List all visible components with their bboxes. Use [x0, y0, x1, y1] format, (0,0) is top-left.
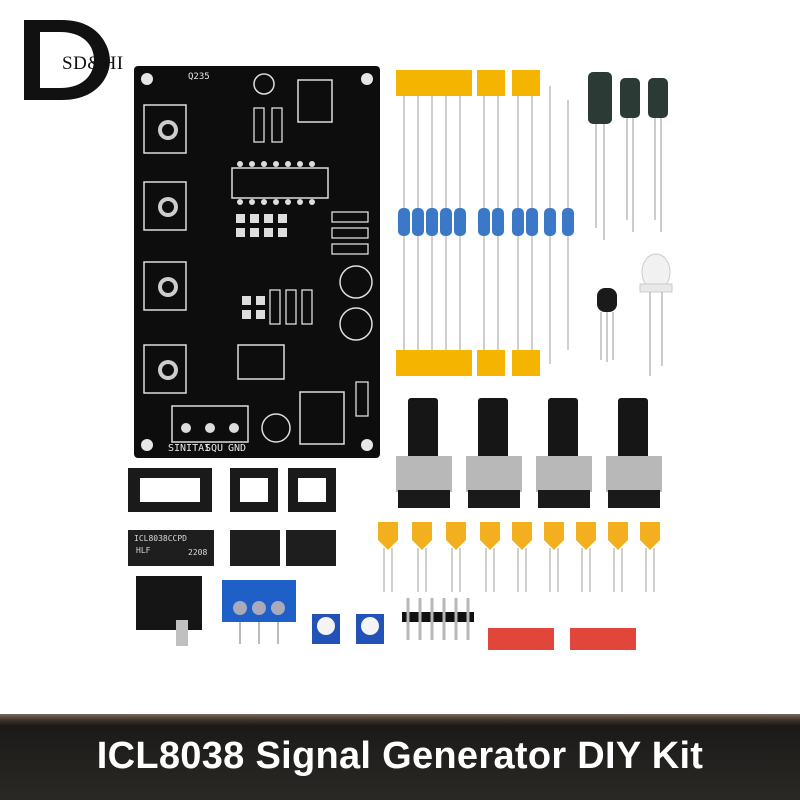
pcb-board — [134, 66, 380, 458]
brand-name: SD&HI — [62, 53, 124, 74]
jumper-caps — [488, 628, 636, 650]
terminal-block — [222, 580, 296, 644]
trimmer-potentiometers — [312, 614, 384, 644]
ic-main-brand: HLF — [136, 546, 151, 555]
title-banner — [0, 714, 800, 800]
electrolytic-capacitors — [588, 72, 668, 240]
ics — [128, 530, 336, 566]
ic-sockets — [128, 468, 336, 512]
ic-main-date: 2208 — [188, 548, 208, 557]
ceramic-capacitors — [378, 522, 660, 592]
resistor-strip — [396, 70, 574, 376]
pcb-top-label: Q235 — [188, 72, 210, 82]
pin-header — [402, 598, 474, 640]
pcb-output-label-sine: SINITAI — [168, 443, 211, 454]
transistor-and-led — [597, 253, 673, 376]
potentiometers — [396, 398, 662, 508]
pcb-output-label-square: SQU — [205, 443, 224, 454]
ic-main-marking: ICL8038CCPD — [134, 534, 187, 543]
kit-illustration — [128, 66, 673, 650]
brand-logo-icon — [24, 20, 110, 100]
dc-jack — [136, 576, 202, 646]
banner-title: ICL8038 Signal Generator DIY Kit — [96, 735, 704, 777]
pcb-output-label-ground: GND — [228, 443, 247, 454]
